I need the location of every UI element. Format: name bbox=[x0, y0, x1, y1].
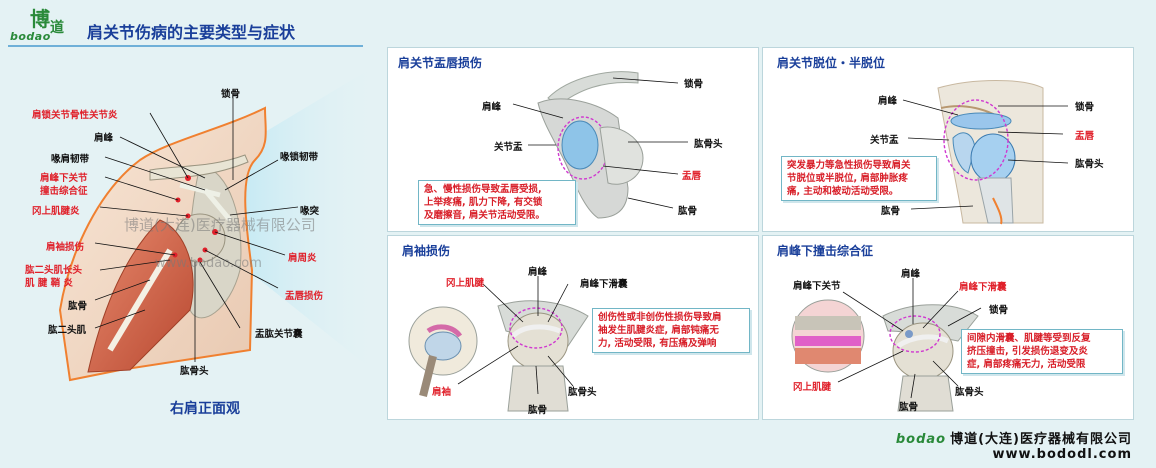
p3-label-humerus: 肱骨 bbox=[528, 405, 548, 416]
main-shoulder-figure bbox=[0, 50, 385, 420]
p1-label-humeral-head: 肱骨头 bbox=[694, 139, 723, 150]
label-coraco-acromial-ligament: 喙肩韧带 bbox=[51, 154, 90, 165]
p2-label-clavicle: 锁骨 bbox=[1075, 102, 1095, 113]
label-humeral-head: 肱骨头 bbox=[180, 366, 209, 377]
p2-label-glenoid: 关节盂 bbox=[870, 135, 899, 146]
page-title: 肩关节伤病的主要类型与症状 bbox=[87, 23, 296, 42]
label-humerus: 肱骨 bbox=[68, 301, 88, 312]
label-clavicle: 锁骨 bbox=[221, 89, 241, 100]
watermark-url: www.bodao.com bbox=[155, 256, 262, 271]
p2-label-humeral-head: 肱骨头 bbox=[1075, 159, 1104, 170]
p1-label-acromion: 肩峰 bbox=[482, 102, 502, 113]
panel-impingement-title: 肩峰下撞击综合征 bbox=[777, 244, 874, 258]
footer-url: www.bododl.com bbox=[992, 447, 1132, 462]
p4-label-humerus: 肱骨 bbox=[899, 402, 919, 413]
p4-label-clavicle: 锁骨 bbox=[989, 305, 1009, 316]
panel-dislocation-title: 肩关节脱位・半脱位 bbox=[777, 56, 886, 70]
p1-label-glenoid: 关节盂 bbox=[494, 142, 523, 153]
logo-text: bodao bbox=[10, 30, 51, 43]
p4-label-supraspinatus: 冈上肌腱 bbox=[793, 382, 832, 393]
p2-label-humerus: 肱骨 bbox=[881, 206, 901, 217]
p2-label-labrum: 盂唇 bbox=[1075, 131, 1095, 142]
svg-text:博: 博 bbox=[30, 7, 50, 31]
panel-rotator-cuff: 肩袖损伤 冈上肌腱 肩峰 肩峰下滑囊 肩袖 肱骨头 肱骨 创伤性或非创伤性损伤导… bbox=[387, 235, 759, 420]
label-acromion: 肩峰 bbox=[94, 133, 114, 144]
label-coracoid: 喙突 bbox=[300, 206, 320, 217]
label-biceps-long-1: 肱二头肌长头 bbox=[25, 265, 83, 276]
p1-note: 急、慢性损伤导致盂唇受损, 上举疼痛, 肌力下降, 有交锁 及磨擦音, 肩关节活… bbox=[418, 180, 576, 225]
title-underline bbox=[8, 45, 363, 47]
impingement-illustration bbox=[791, 278, 982, 412]
p1-label-labrum: 盂唇 bbox=[682, 171, 702, 182]
panel-dislocation: 肩关节脱位・半脱位 肩峰 锁骨 关节盂 盂唇 肱骨头 肱骨 突发暴力等急性损伤导… bbox=[762, 47, 1134, 232]
label-impingement-2: 撞击综合征 bbox=[40, 186, 88, 197]
p3-label-humeral-head: 肱骨头 bbox=[568, 387, 597, 398]
label-coraco-clavicular-ligament: 喙锁韧带 bbox=[280, 152, 319, 163]
p4-label-subacromial-bursa: 肩峰下滑囊 bbox=[959, 282, 1007, 293]
p1-label-clavicle: 锁骨 bbox=[684, 79, 704, 90]
label-ac-arthritis: 肩锁关节骨性关节炎 bbox=[32, 110, 118, 121]
shoulder-illustration bbox=[58, 60, 385, 382]
p4-label-acromion: 肩峰 bbox=[901, 269, 921, 280]
main-figure-caption: 右肩正面观 bbox=[170, 401, 240, 417]
p4-label-humeral-head: 肱骨头 bbox=[955, 387, 984, 398]
logo-mark-icon: 博 道 bbox=[30, 7, 64, 36]
label-gh-bursa: 盂肱关节囊 bbox=[255, 329, 303, 340]
rotator-illustration bbox=[408, 276, 589, 412]
panel-labrum: 肩关节盂唇损伤 锁骨 肩峰 关节盂 肱骨头 盂唇 肱骨 急、慢性损伤导致盂唇受损… bbox=[387, 47, 759, 232]
p4-note: 间隙内滑囊、肌腱等受到反复 挤压撞击, 引发损伤退变及炎 症, 肩部疼痛无力, … bbox=[961, 329, 1123, 374]
label-supraspinatus-tendinitis: 冈上肌腱炎 bbox=[32, 206, 80, 217]
label-impingement-1: 肩峰下关节 bbox=[40, 173, 88, 184]
p2-label-acromion: 肩峰 bbox=[878, 96, 898, 107]
footer-company-name: 博道(大连)医疗器械有限公司 bbox=[950, 432, 1132, 447]
panel-rotator-title: 肩袖损伤 bbox=[402, 244, 451, 258]
panel-impingement: 肩峰下撞击综合征 肩峰下关节 肩峰 肩峰下滑囊 锁骨 冈上肌腱 肱骨头 肱骨 间… bbox=[762, 235, 1134, 420]
label-periarthritis: 肩周炎 bbox=[288, 253, 317, 264]
footer-brand: bodao bbox=[895, 432, 947, 447]
label-labrum-injury: 盂唇损伤 bbox=[285, 291, 324, 302]
p3-note: 创伤性或非创伤性损伤导致肩 袖发生肌腱炎症, 肩部钝痛无 力, 活动受限, 有压… bbox=[592, 308, 750, 353]
p3-label-acromion: 肩峰 bbox=[528, 267, 548, 278]
dislocation-illustration bbox=[902, 80, 1069, 225]
p3-label-subacromial-bursa: 肩峰下滑囊 bbox=[580, 279, 628, 290]
p1-label-humerus: 肱骨 bbox=[678, 206, 698, 217]
label-biceps: 肱二头肌 bbox=[48, 325, 87, 336]
p3-label-supraspinatus: 冈上肌腱 bbox=[446, 278, 485, 289]
p3-label-rotator-cuff: 肩袖 bbox=[432, 387, 452, 398]
labrum-illustration bbox=[512, 71, 688, 219]
p2-note: 突发暴力等急性损伤导致肩关 节脱位或半脱位, 肩部肿胀疼 痛, 主动和被动活动受… bbox=[781, 156, 937, 201]
label-rotator-cuff: 肩袖损伤 bbox=[46, 242, 85, 253]
logo: 博 道 bbox=[8, 4, 70, 44]
p4-label-subacromial-joint: 肩峰下关节 bbox=[793, 281, 841, 292]
svg-text:道: 道 bbox=[50, 19, 64, 36]
label-biceps-long-2: 肌 腱 鞘 炎 bbox=[25, 278, 73, 289]
watermark-company: 博道(大连)医疗器械有限公司 bbox=[124, 216, 316, 234]
panel-labrum-title: 肩关节盂唇损伤 bbox=[398, 56, 483, 70]
